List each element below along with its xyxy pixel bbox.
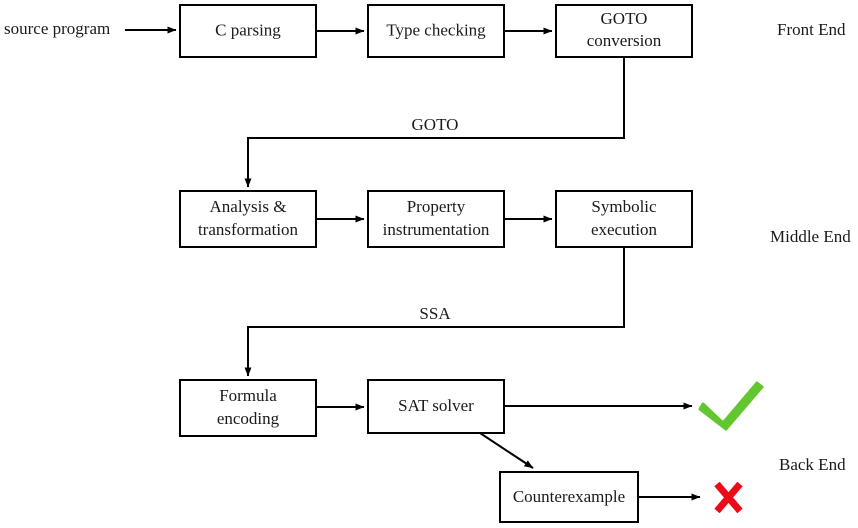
node-goto-conversion[interactable]: GOTO conversion [555, 4, 693, 58]
edge-goto-conversion-to-analysis: GOTO [244, 57, 625, 188]
stage-label-front-end: Front End [777, 20, 846, 39]
node-analysis-transformation-label-line2: transformation [198, 220, 299, 239]
node-property-instrumentation[interactable]: Property instrumentation [367, 190, 505, 248]
node-goto-conversion-label-line1: GOTO [601, 9, 648, 28]
goto-edge-label: GOTO [412, 115, 459, 134]
node-counterexample[interactable]: Counterexample [499, 471, 639, 523]
cross-icon [714, 481, 743, 514]
stage-label-back-end: Back End [779, 455, 846, 474]
node-sat-solver-label: SAT solver [398, 396, 474, 415]
check-icon [698, 381, 764, 431]
node-symbolic-execution-label-line2: execution [591, 220, 658, 239]
node-type-checking[interactable]: Type checking [367, 4, 505, 58]
node-property-instrumentation-label-line2: instrumentation [383, 220, 490, 239]
edge-symbolic-execution-to-formula-encoding: SSA [244, 247, 625, 377]
stage-label-middle-end: Middle End [770, 227, 851, 246]
node-goto-conversion-label-line2: conversion [587, 31, 662, 50]
node-formula-encoding-label-line2: encoding [217, 409, 280, 428]
node-analysis-transformation-label-line1: Analysis & [210, 197, 287, 216]
node-type-checking-label: Type checking [386, 20, 486, 39]
node-symbolic-execution[interactable]: Symbolic execution [555, 190, 693, 248]
edge-sat-solver-to-counterexample [479, 432, 534, 469]
node-c-parsing-label: C parsing [215, 20, 281, 39]
node-counterexample-label: Counterexample [513, 487, 625, 506]
ssa-edge-label: SSA [419, 304, 451, 323]
node-analysis-transformation[interactable]: Analysis & transformation [179, 190, 317, 248]
node-formula-encoding-label-line1: Formula [219, 386, 277, 405]
node-property-instrumentation-label-line1: Property [407, 197, 466, 216]
node-c-parsing[interactable]: C parsing [179, 4, 317, 58]
node-sat-solver[interactable]: SAT solver [367, 379, 505, 434]
input-label: source program [4, 19, 110, 38]
node-formula-encoding[interactable]: Formula encoding [179, 379, 317, 437]
node-symbolic-execution-label-line1: Symbolic [591, 197, 657, 216]
